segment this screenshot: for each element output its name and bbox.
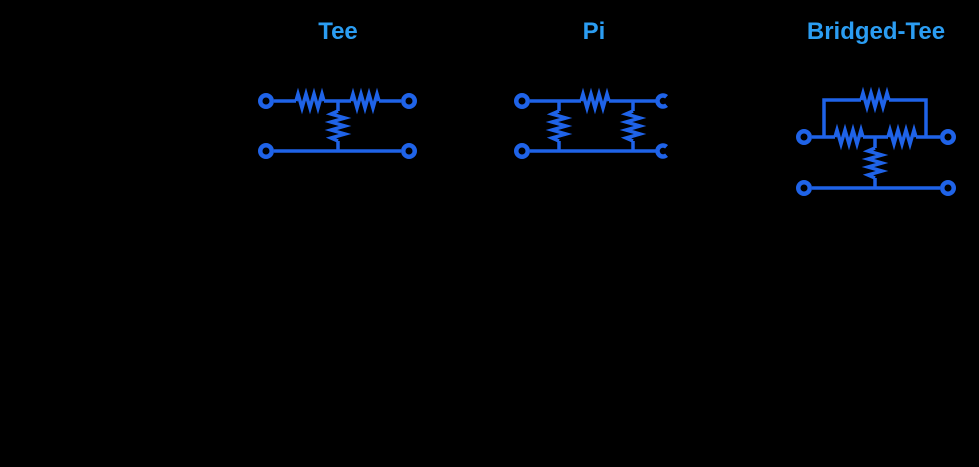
pi-shunt-resistor-1	[545, 109, 573, 143]
pi-circuit-diagram	[514, 87, 668, 159]
bridged-tee-bridge-resistor	[859, 86, 891, 114]
bridged-tee-shunt-resistor	[861, 146, 889, 180]
tee-terminals	[258, 93, 417, 159]
tee-shunt-resistor	[324, 109, 352, 143]
pi-section: Pi	[509, 18, 679, 165]
tee-circuit-diagram	[258, 87, 417, 159]
pi-label: Pi	[582, 18, 606, 45]
pi-shunt-resistor-2	[619, 109, 647, 143]
tee-section: Tee	[253, 18, 423, 165]
tee-series-resistor-2	[349, 87, 381, 115]
bridged-tee-terminals	[796, 129, 956, 196]
tee-label: Tee	[318, 18, 358, 45]
pi-wires	[530, 99, 658, 153]
pi-open-arc-terminal-bottom	[655, 143, 668, 159]
bridged-tee-label: Bridged-Tee	[806, 18, 946, 45]
bridged-tee-section: Bridged-Tee	[791, 18, 961, 200]
pi-series-resistor	[579, 87, 611, 115]
tee-wires	[274, 99, 401, 153]
bridged-tee-series-resistor-1	[833, 123, 865, 151]
bridged-tee-circuit-diagram	[796, 86, 956, 196]
pi-open-arc-terminal-top	[655, 93, 668, 109]
tee-series-resistor-1	[294, 87, 326, 115]
bridged-tee-wires	[812, 98, 940, 190]
pi-terminals	[514, 93, 668, 159]
bridged-tee-series-resistor-2	[886, 123, 918, 151]
